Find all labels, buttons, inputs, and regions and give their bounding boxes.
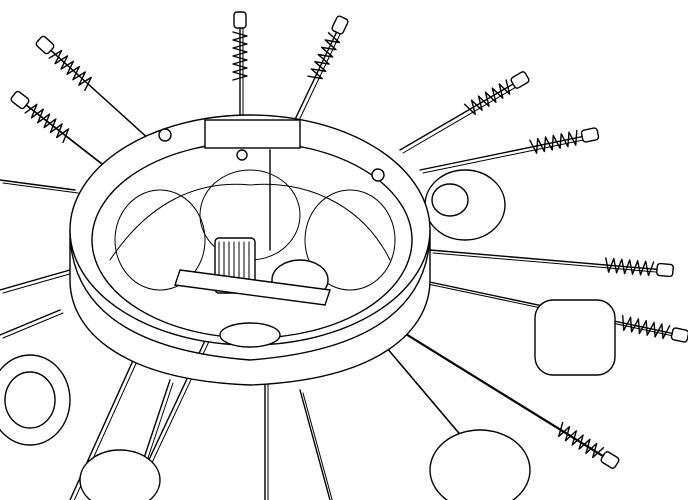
valve-spring [307,32,341,80]
right-bore [304,189,396,291]
valve-spring [24,103,70,144]
cylinder-bottom-right [429,429,531,500]
rocker-arm [510,71,530,89]
pushrod [399,79,521,151]
cylinder-left [0,354,71,446]
pushrod [0,309,61,336]
piston-right-pin [431,183,469,217]
pushrod-edge [402,332,614,464]
cylinder-bores [109,183,391,261]
stud-1 [158,128,172,142]
pushrod [299,389,331,500]
valve-spring [605,257,655,277]
pushrod [429,249,666,271]
pushrod-edge [402,82,524,154]
ring-tab-top [204,119,301,149]
pushrod-edge [292,27,344,134]
pushrod [419,134,591,171]
rocker-arm [233,11,247,29]
pushrod-edge [2,272,74,294]
valve-spring [48,49,92,92]
rocker-arm [580,127,600,143]
cylinder-left-bore [4,371,56,429]
piston-right [424,169,506,241]
valve-springs [10,11,688,469]
pushrod-edge [47,47,154,144]
pushrod-edge [2,182,79,194]
cylinder-bottom-left [79,449,161,500]
pushrod [0,269,71,291]
pushrod [0,179,76,191]
pushrod-edge [302,392,333,500]
valve-spring [529,129,578,154]
rocker-arm [35,35,55,55]
left-bore [114,189,206,291]
pushrod [19,99,111,171]
stud-2 [236,149,248,161]
rocker-arm [656,262,674,278]
pushrod-edge [422,137,594,174]
rocker-arm [331,15,349,35]
valve-spring [558,421,605,459]
pushrod-edge [22,102,114,174]
master-rod [174,269,331,306]
rocker-arm [10,90,30,110]
valve-spring [232,31,248,81]
cylinder-bases [0,169,616,500]
pushrods [0,19,684,500]
valve-spring [463,79,511,116]
cam-gear [219,322,281,348]
rocker-arm [670,327,688,343]
pushrod [399,329,611,461]
piston-far-right [534,299,616,376]
pushrod-edge [2,312,64,339]
crankcase [69,114,431,386]
rocker-arm [600,451,620,469]
pushrod-edge [432,252,669,274]
stud-3 [371,168,385,182]
valve-spring [622,315,671,340]
